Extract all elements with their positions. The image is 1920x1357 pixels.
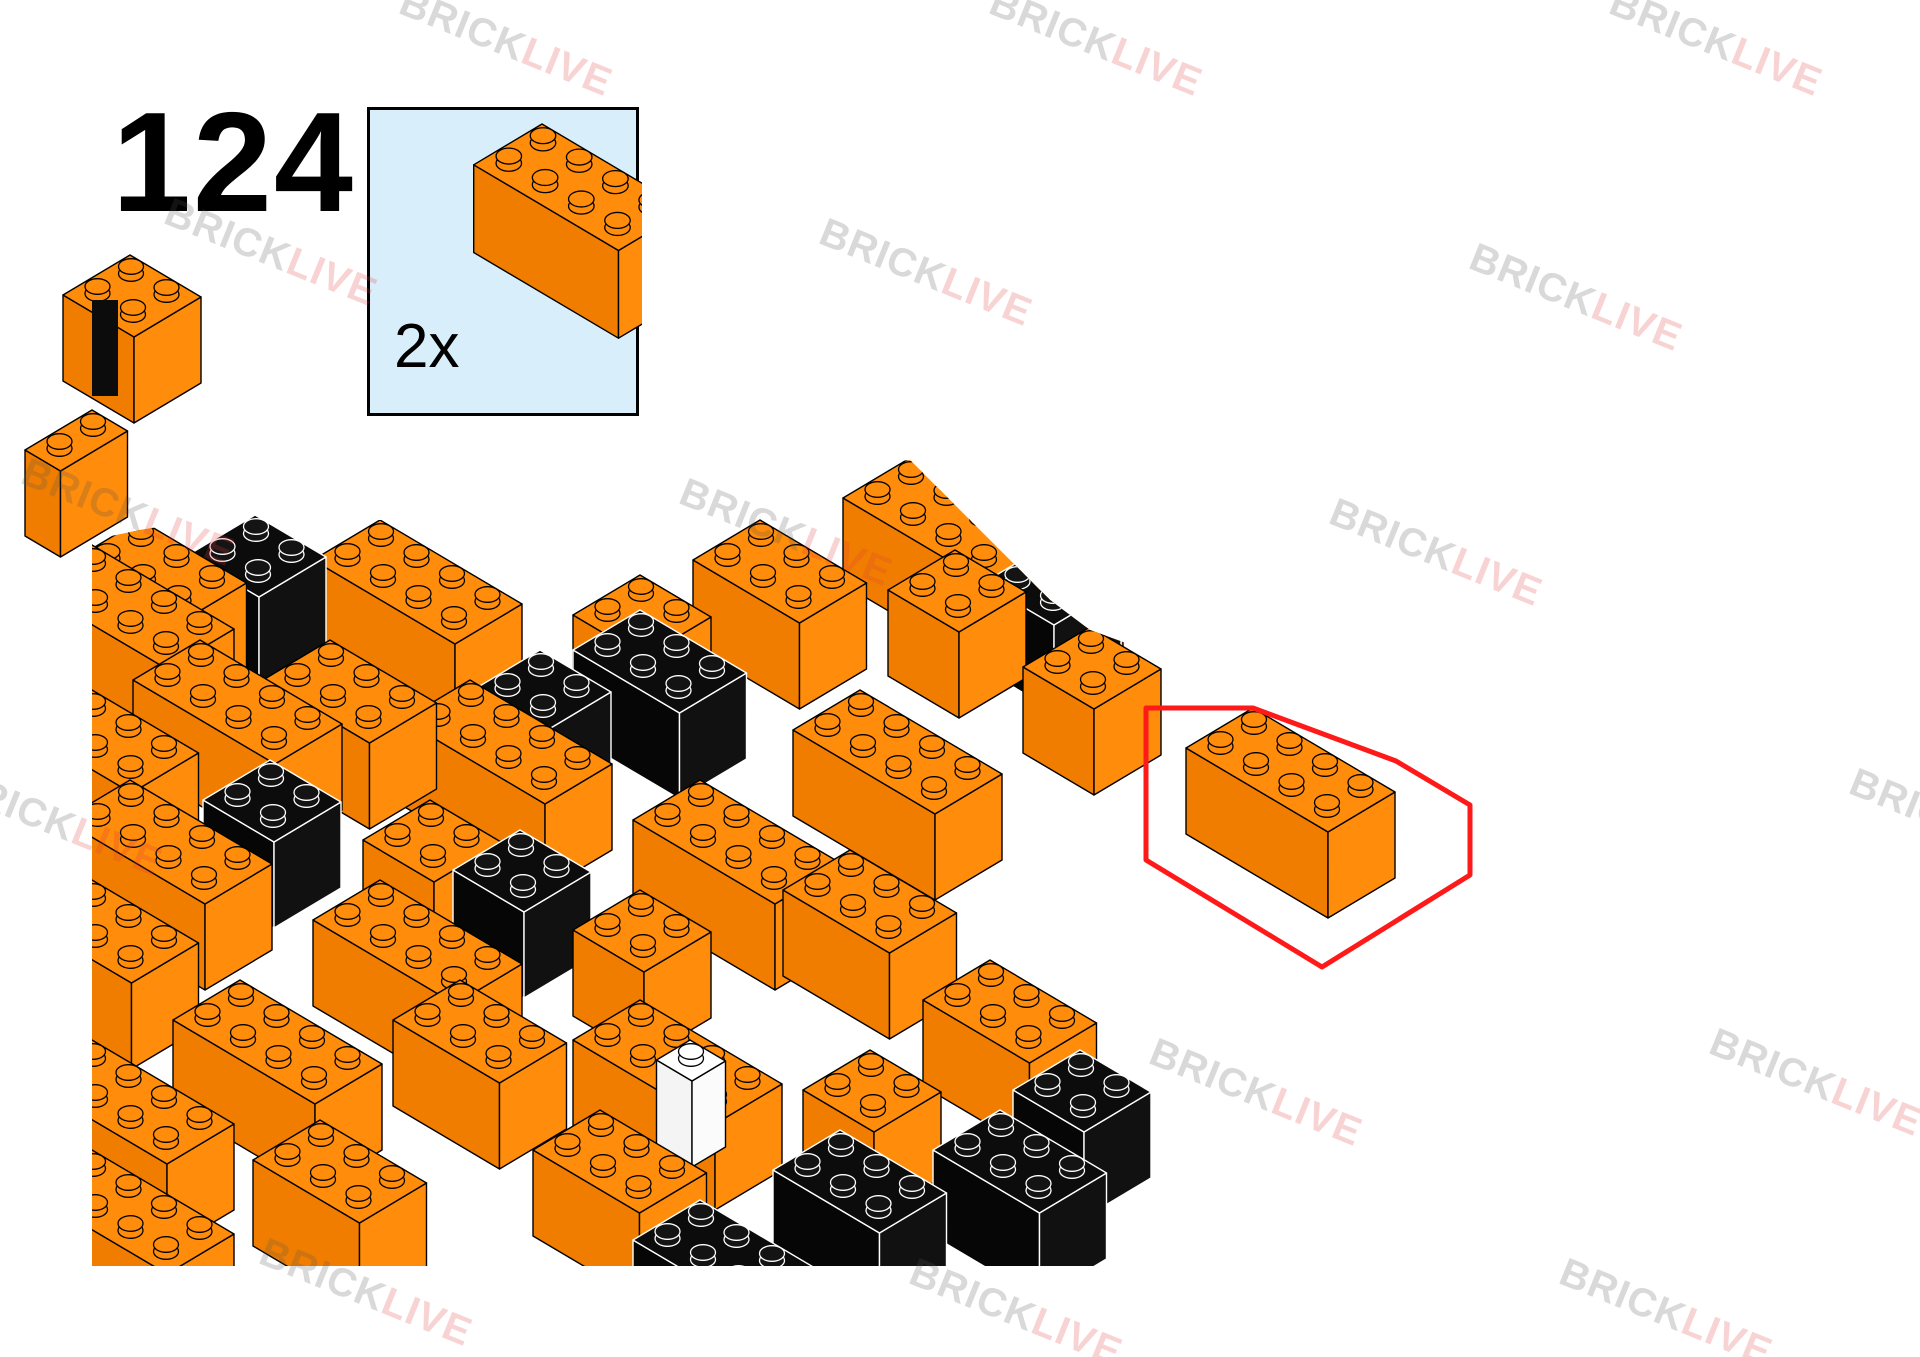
model-brick-7 [792,689,1003,901]
step-number: 124 [112,83,355,242]
model-brick-34 [655,1039,727,1168]
model-brick-38 [252,1119,428,1266]
new-brick-highlight [1143,705,1473,970]
stack-brick-lower [24,409,129,558]
parts-callout: 2x [367,107,642,416]
model-brick-35 [932,1109,1108,1266]
new-brick-placement [1185,707,1396,919]
model-brick-19 [782,849,958,1040]
upper-left-brick-stack [24,254,202,558]
model-brick-3 [692,519,868,710]
new-brick-2x4 [1185,707,1396,919]
model-brick-39 [92,1149,235,1266]
model-brick-9 [312,519,523,731]
stack-brick-top [62,254,202,424]
model-bricks [92,460,1162,1266]
model-brick-30 [392,979,568,1170]
callout-brick-2x4 [472,123,642,339]
part-quantity: 2x [394,312,460,381]
model-brick-40 [632,1199,843,1266]
model-brick-36 [772,1129,948,1266]
orange-brick-2x4-icon [472,123,642,339]
